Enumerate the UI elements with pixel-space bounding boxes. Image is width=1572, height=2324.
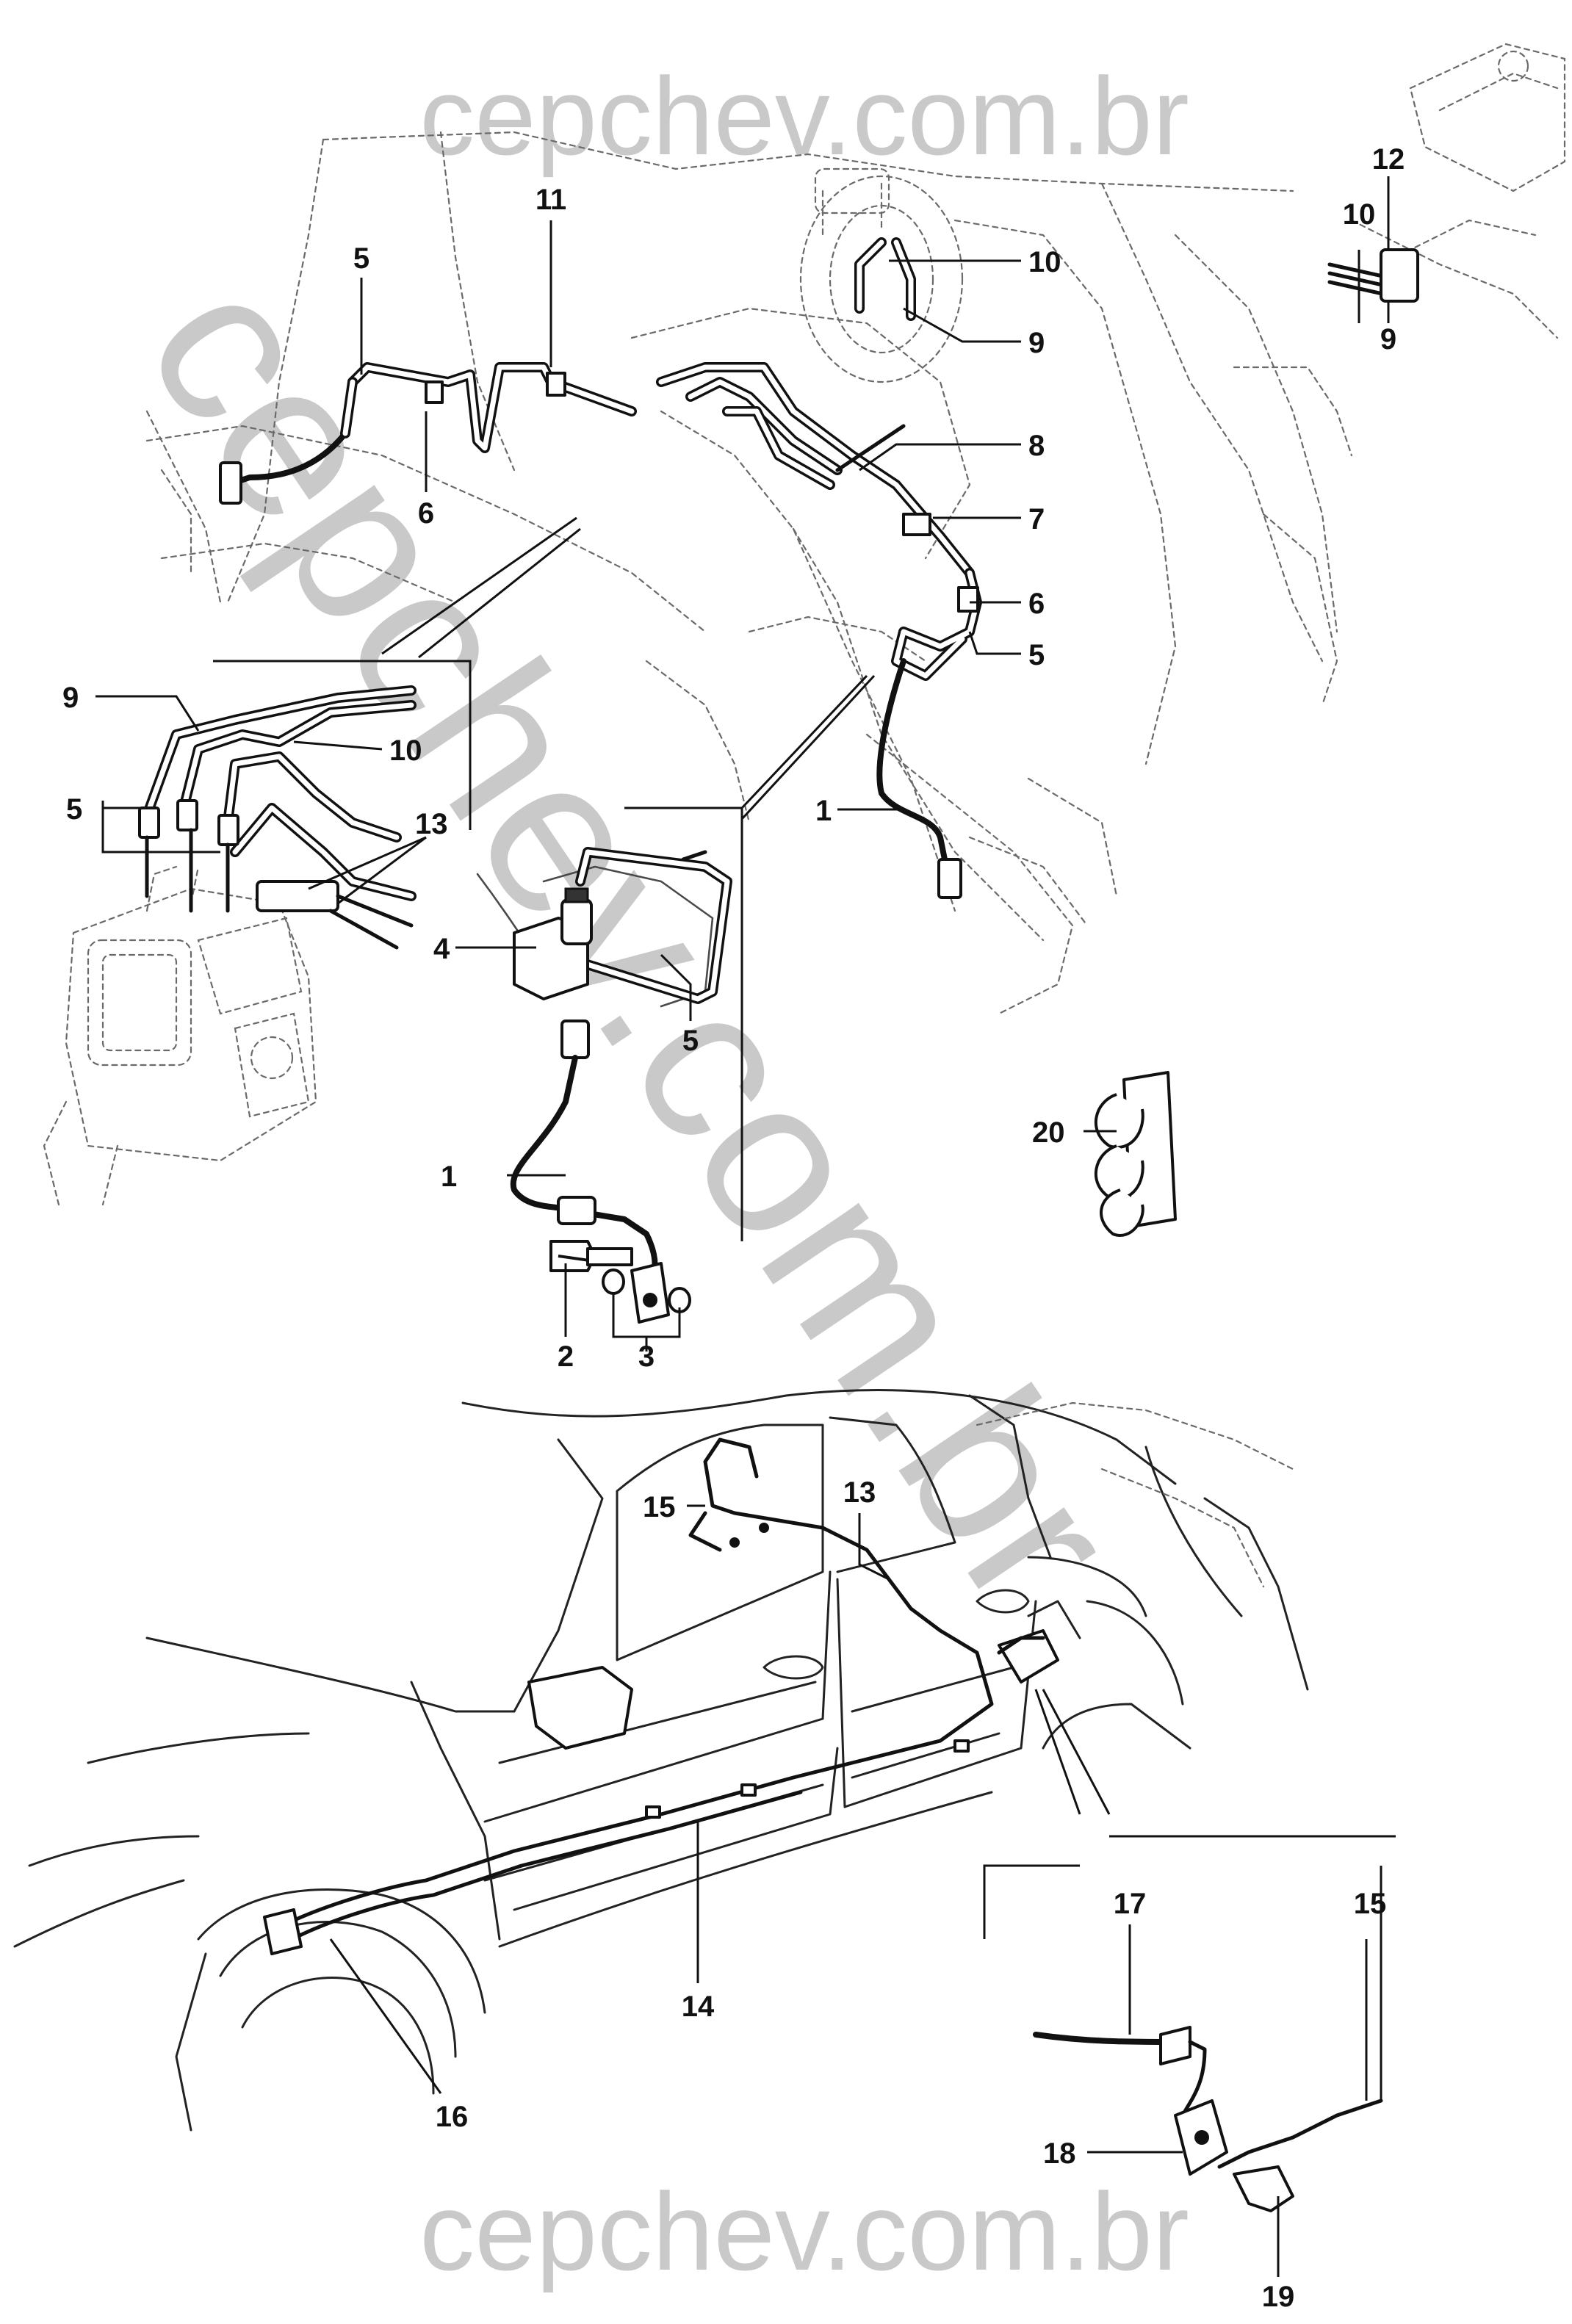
callout-15-inset: 15 (1354, 1888, 1387, 1920)
callout-2: 2 (558, 1340, 574, 1373)
callout-11: 11 (536, 184, 566, 216)
line-clip-11 (546, 372, 566, 397)
watermark-diagonal: cepchev.com.br (100, 234, 1167, 1648)
flex-hose-fitting-right (937, 858, 962, 899)
flex-hose-detail (476, 847, 732, 1324)
callout-16: 16 (436, 2101, 469, 2133)
line-bracket-13 (256, 880, 339, 912)
callout-10-right: 10 (1343, 198, 1376, 231)
callout-6-right: 6 (1028, 588, 1045, 620)
callout-6-top-left: 6 (418, 497, 434, 530)
callout-9-abs: 9 (62, 682, 79, 714)
callout-15-car: 15 (643, 1491, 676, 1523)
grommet-12 (1380, 248, 1419, 303)
callout-5-abs: 5 (66, 793, 82, 826)
flex-hose-fitting-left (219, 461, 242, 505)
callout-13-abs: 13 (415, 808, 448, 840)
callout-10-abs: 10 (389, 735, 422, 767)
callout-17: 17 (1114, 1888, 1147, 1920)
abs-modulator-sketch (43, 865, 317, 1206)
callout-9-master-cylinder: 9 (1028, 327, 1045, 359)
callout-4: 4 (433, 933, 450, 965)
callout-5-right: 5 (1028, 639, 1045, 671)
callout-20: 20 (1032, 1116, 1065, 1149)
callout-5-top-left: 5 (353, 242, 369, 275)
callout-1-right: 1 (815, 795, 832, 827)
line-clip-right (957, 586, 979, 613)
callout-9-right: 9 (1380, 323, 1396, 356)
inset-detail (983, 1689, 1396, 2212)
callout-12: 12 (1372, 143, 1405, 176)
side-mirror (527, 1666, 633, 1750)
callout-3: 3 (638, 1340, 655, 1373)
abs-detail-tubes (138, 685, 417, 950)
leader-lines (95, 176, 1390, 2277)
watermark-bottom: cepchev.com.br (419, 2170, 1189, 2293)
line-clip-left (425, 380, 444, 404)
callout-labels: 5 11 6 10 9 10 12 9 8 7 6 5 1 9 10 5 13 … (62, 143, 1405, 2313)
callout-8: 8 (1028, 430, 1045, 462)
watermark-top: cepchev.com.br (419, 54, 1189, 178)
detail-frame-lines (213, 516, 876, 1241)
clip-19 (1233, 2165, 1294, 2212)
callout-18: 18 (1043, 2137, 1076, 2170)
callout-13-car: 13 (843, 1476, 876, 1509)
banjo-bolt-2 (549, 1240, 593, 1272)
car-brake-lines (263, 1437, 1045, 1955)
line-bracket-7 (902, 513, 931, 536)
callout-14: 14 (682, 1991, 715, 2023)
callout-1-detail: 1 (441, 1161, 457, 1193)
line-clip-20 (1095, 1071, 1177, 1237)
callout-19: 19 (1262, 2281, 1295, 2313)
callout-7: 7 (1028, 503, 1045, 535)
callout-10-master-cylinder: 10 (1028, 246, 1061, 278)
callout-5-detail: 5 (682, 1025, 699, 1057)
washer-3a (602, 1269, 625, 1295)
engine-bay-brake-tubes (219, 237, 1419, 899)
